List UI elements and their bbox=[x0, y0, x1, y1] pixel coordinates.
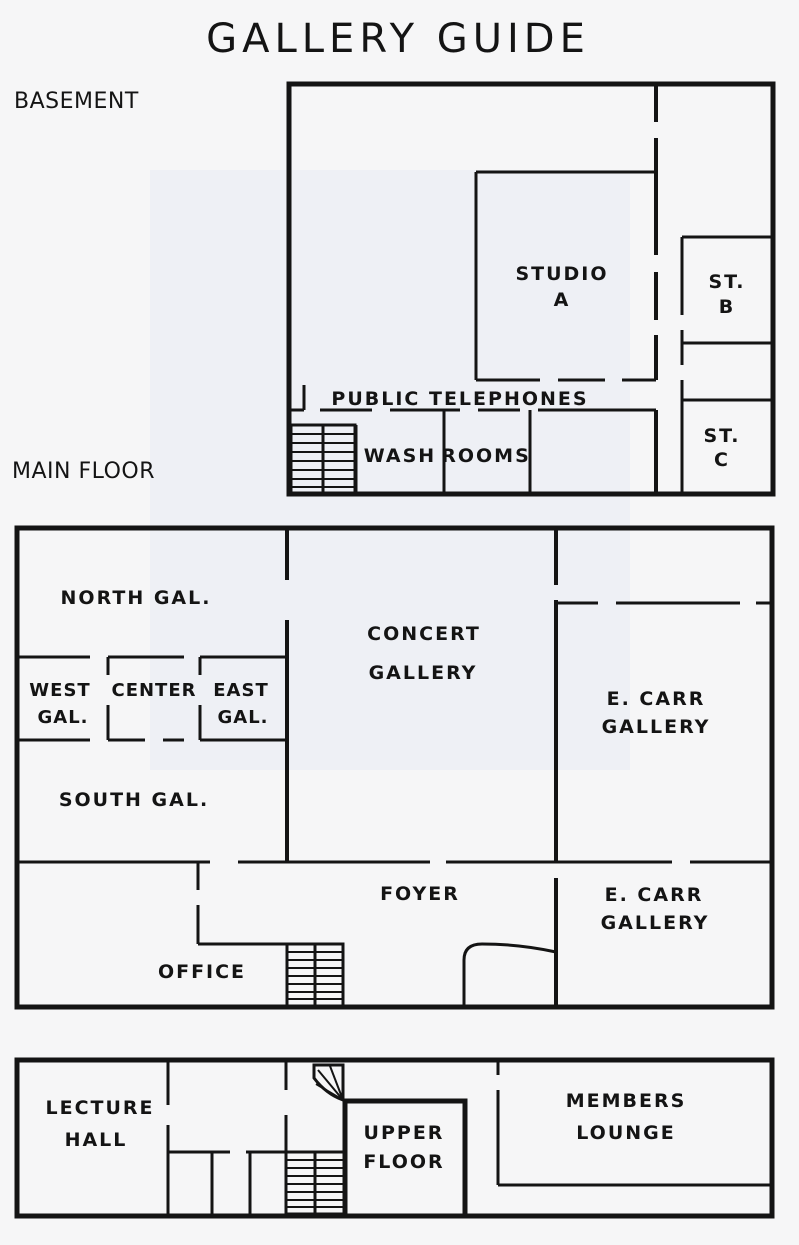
storage-b-letter: B bbox=[719, 296, 735, 318]
upper-floor-label: UPPER bbox=[364, 1122, 445, 1144]
lecture-hall-label-2: HALL bbox=[65, 1129, 128, 1151]
members-lounge-label-2: LOUNGE bbox=[576, 1122, 676, 1144]
basement-plan: STUDIO A ST. B ST. C PUBLIC TELEPHONES W… bbox=[286, 81, 776, 497]
concert-gallery-label: CONCERT bbox=[367, 623, 481, 645]
south-gallery-label: SOUTH GAL. bbox=[59, 789, 209, 811]
e-carr-gallery-upper-label: E. CARR bbox=[607, 688, 706, 710]
east-gallery-label: EAST bbox=[213, 680, 268, 701]
main-floor-stairs bbox=[285, 942, 345, 1008]
studio-a-label: STUDIO bbox=[515, 263, 608, 285]
east-gallery-label-2: GAL. bbox=[217, 707, 268, 728]
upper-floor-stairs bbox=[284, 1150, 346, 1216]
office-label: OFFICE bbox=[158, 961, 246, 983]
north-gallery-label: NORTH GAL. bbox=[61, 587, 212, 609]
washrooms-label-rooms: ROOMS bbox=[441, 445, 531, 467]
main-floor-outline bbox=[14, 525, 775, 1010]
guide-title: GALLERY GUIDE bbox=[206, 16, 590, 62]
west-gallery-label-2: GAL. bbox=[37, 707, 88, 728]
public-telephones-label: PUBLIC TELEPHONES bbox=[331, 388, 588, 410]
center-gallery-label: CENTER bbox=[111, 680, 196, 701]
e-carr-gallery-upper-label-2: GALLERY bbox=[602, 716, 711, 738]
studio-a-letter: A bbox=[554, 289, 571, 311]
upper-floor-label-2: FLOOR bbox=[363, 1151, 444, 1173]
main-floor-plan: NORTH GAL. WEST GAL. CENTER EAST GAL. SO… bbox=[14, 525, 775, 1010]
concert-gallery-label-2: GALLERY bbox=[369, 662, 478, 684]
members-lounge-label: MEMBERS bbox=[566, 1090, 687, 1112]
e-carr-gallery-lower-label: E. CARR bbox=[605, 884, 704, 906]
lecture-hall-label: LECTURE bbox=[45, 1097, 154, 1119]
basement-label: BASEMENT bbox=[14, 89, 139, 114]
storage-c-label: ST. bbox=[704, 425, 741, 447]
background-tint bbox=[150, 170, 630, 770]
west-gallery-label: WEST bbox=[29, 680, 90, 701]
basement-stairs bbox=[289, 423, 357, 495]
upper-floor-plan: LECTURE HALL UPPER FLOOR MEMBERS LOUNGE bbox=[14, 1057, 775, 1219]
storage-b-label: ST. bbox=[709, 271, 746, 293]
washrooms-label-wash: WASH bbox=[364, 445, 436, 467]
e-carr-gallery-lower-label-2: GALLERY bbox=[601, 912, 710, 934]
main-floor-label: MAIN FLOOR bbox=[12, 459, 155, 484]
foyer-booth bbox=[462, 942, 557, 1007]
spiral-stair bbox=[312, 1063, 345, 1103]
upper-floor-outline bbox=[14, 1057, 775, 1219]
storage-c-letter: C bbox=[714, 449, 730, 471]
foyer-label: FOYER bbox=[380, 883, 460, 905]
